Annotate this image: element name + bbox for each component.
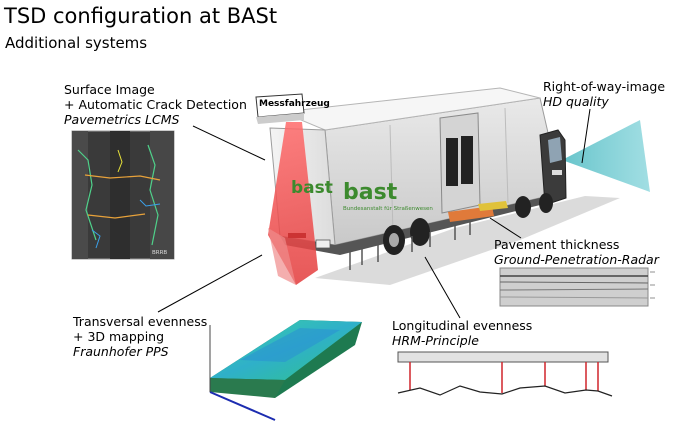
gpr-label-line1: Pavement thickness: [494, 237, 620, 252]
truck-cab: [539, 129, 567, 206]
surface-label-line1: Surface Image: [64, 82, 155, 97]
row-label-line1: Right-of-way-image: [543, 79, 666, 94]
gpr-label-line2: Ground-Penetration-Radar: [494, 252, 659, 267]
laser-fan: [268, 122, 318, 285]
page-title: TSD configuration at BASt: [4, 4, 278, 28]
longitudinal-evenness-label: Longitudinal evenness HRM-Principle: [392, 318, 532, 348]
roof-sign: [255, 93, 305, 124]
crack-detection-image: [71, 130, 175, 260]
rear-lights: [288, 233, 331, 249]
transversal-evenness-label: Transversal evenness + 3D mapping Fraunh…: [73, 314, 207, 359]
road-shadow: [315, 196, 620, 285]
right-of-way-label: Right-of-way-image HD quality: [543, 79, 665, 109]
longitudinal-label-line1: Longitudinal evenness: [392, 318, 533, 333]
roof-sign-text: Messfahrzeug: [259, 99, 330, 109]
longitudinal-label-line2: HRM-Principle: [392, 333, 479, 348]
surface-label-line2: + Automatic Crack Detection: [64, 97, 247, 112]
camera-beam: [562, 120, 650, 192]
org-name: Bundesanstalt für Straßenwesen: [343, 206, 433, 212]
row-label-line2: HD quality: [543, 94, 609, 109]
page-subtitle: Additional systems: [5, 34, 148, 52]
gpr-radargram: [499, 267, 655, 307]
sensor-legs: [349, 221, 471, 270]
transversal-label-line2: + 3D mapping: [73, 329, 165, 344]
gpr-antenna: [448, 201, 508, 222]
image-credit: BRRB: [152, 250, 168, 256]
hrm-diagram: [397, 351, 613, 397]
surface-label-line3: Pavemetrics LCMS: [64, 112, 180, 127]
truck-wheels: [383, 193, 553, 255]
transversal-label-line1: Transversal evenness: [73, 314, 208, 329]
rear-brand-logo: bast: [291, 178, 333, 198]
leader-lines: [157, 108, 591, 319]
surface-image-label: Surface Image + Automatic Crack Detectio…: [64, 82, 247, 127]
side-brand-logo: bast: [343, 180, 398, 205]
transversal-label-line3: Fraunhofer PPS: [73, 344, 169, 359]
pavement-thickness-label: Pavement thickness Ground-Penetration-Ra…: [494, 237, 659, 267]
transversal-3d-map: [209, 320, 362, 421]
